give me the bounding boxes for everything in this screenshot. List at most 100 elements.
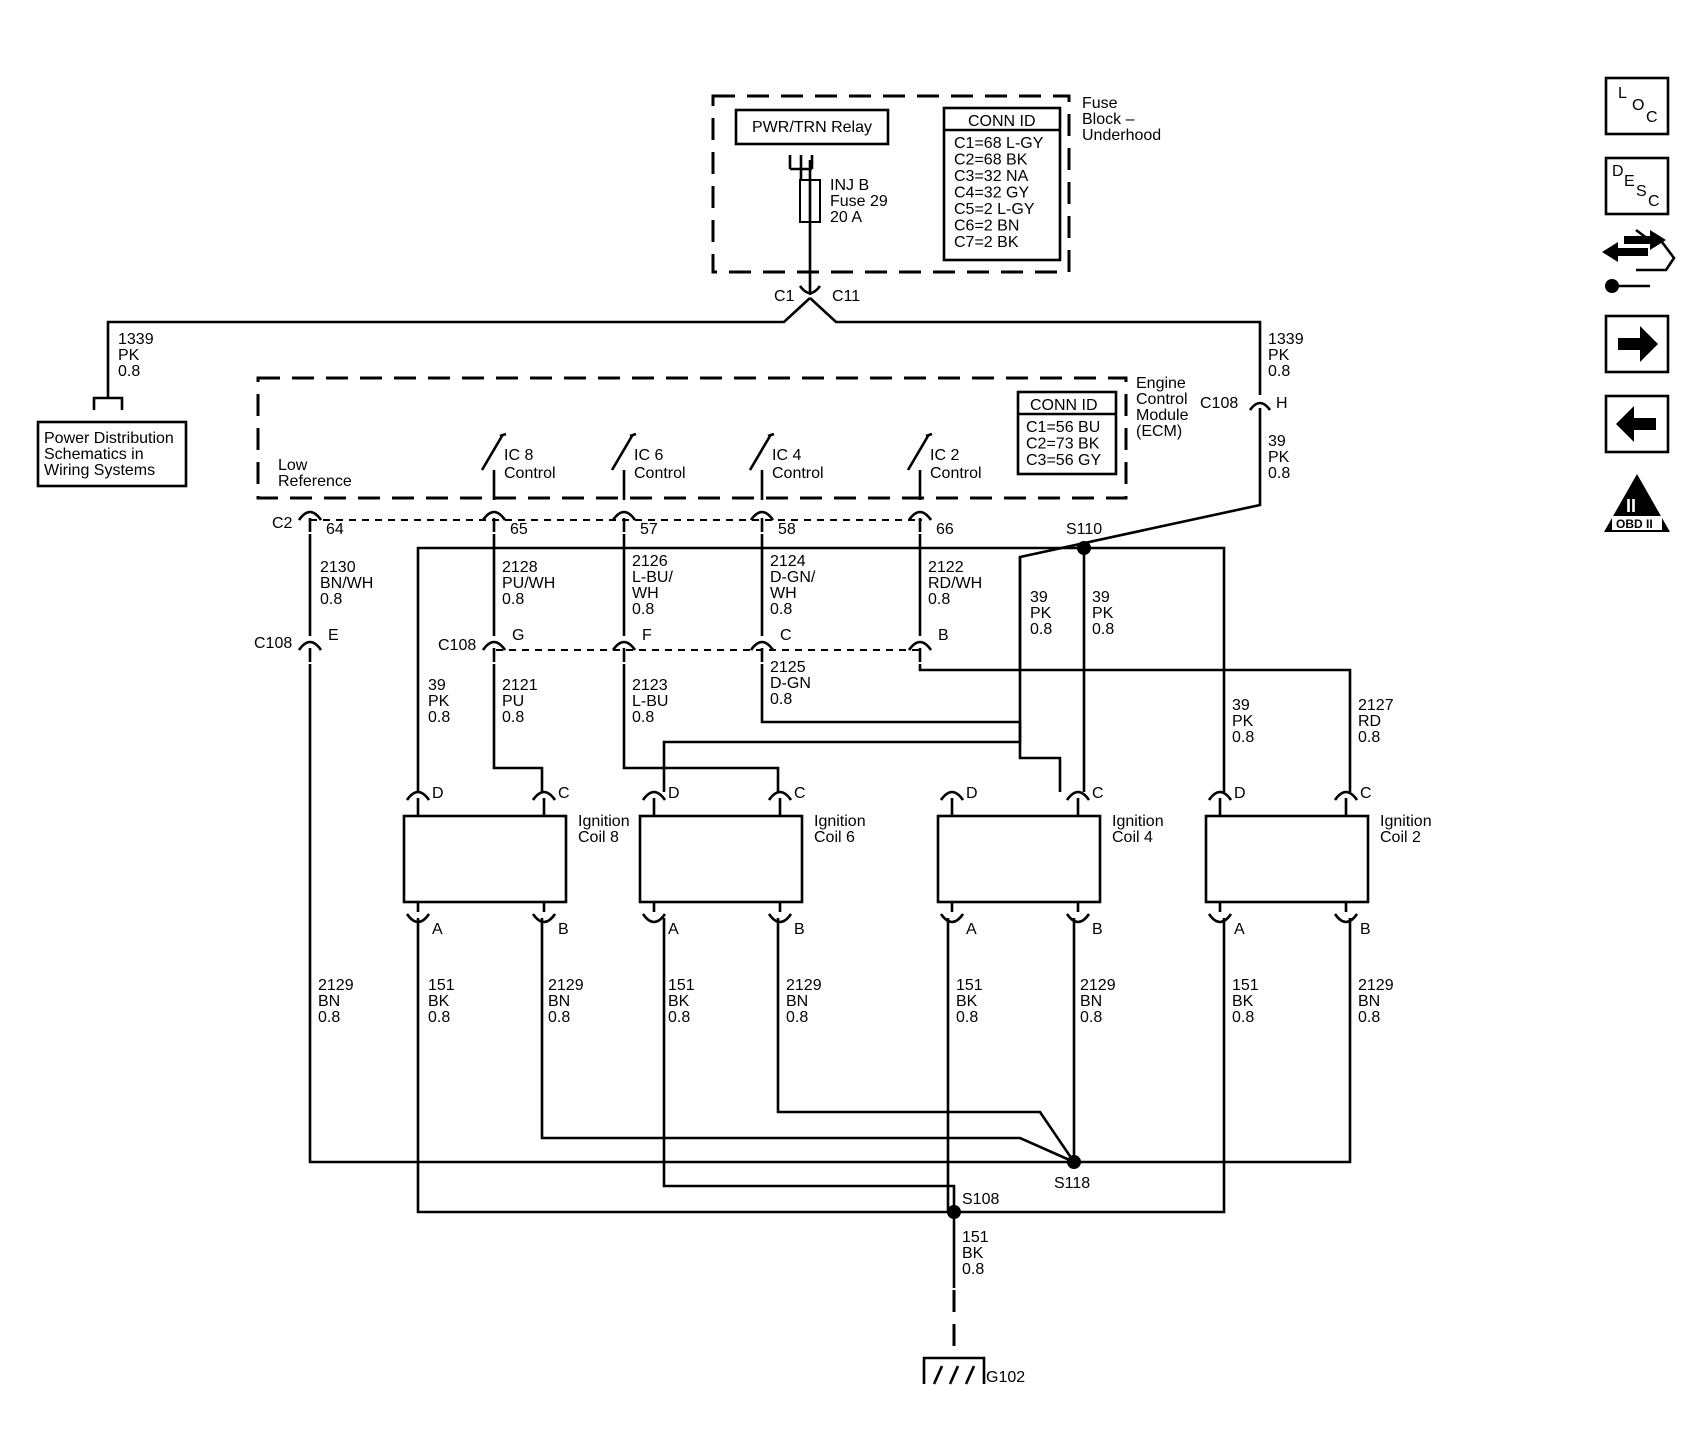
wire-label: 0.8 <box>956 1009 978 1026</box>
ic-switch-icon <box>748 432 775 500</box>
coil-body <box>638 814 804 904</box>
wire <box>308 664 1074 1164</box>
pin-number: 58 <box>778 521 796 538</box>
low-reference-label: Reference <box>278 473 352 490</box>
wire-label: L-BU/ <box>632 569 673 586</box>
diagnostic-wrench-icon[interactable] <box>1602 228 1676 293</box>
wire <box>662 918 956 1212</box>
wire-label: WH <box>770 585 797 602</box>
wire-label: PU <box>502 693 524 710</box>
power-distribution-ref[interactable]: Power Distribution Schematics in Wiring … <box>36 396 188 488</box>
fuse-block-label: Fuse <box>1082 95 1118 112</box>
wire-label: 2121 <box>502 677 538 694</box>
wire-label: WH <box>632 585 659 602</box>
pin-label: D <box>668 785 680 802</box>
wire-network <box>308 534 1352 1214</box>
wire-label: 2123 <box>632 677 668 694</box>
wire-label: 2129 <box>318 977 354 994</box>
conn-id-title: CONN ID <box>1030 397 1098 414</box>
nav-forward-arrow-icon[interactable] <box>1604 314 1670 374</box>
wire-label: D-GN <box>770 675 811 692</box>
wire-label: 0.8 <box>1268 363 1290 380</box>
wire-label: L-BU <box>632 693 668 710</box>
wire-label: 1339 <box>118 331 154 348</box>
wire-label: 0.8 <box>632 601 654 618</box>
wire-label: 2130 <box>320 559 356 576</box>
conn-id-title: CONN ID <box>968 113 1036 130</box>
ic-name: IC 4 <box>772 447 801 464</box>
power-dist-text: Wiring Systems <box>44 462 155 479</box>
connector-c108: C108 <box>254 635 292 652</box>
wire-label: 0.8 <box>1092 621 1114 638</box>
wire-label: 0.8 <box>1080 1009 1102 1026</box>
ic-name: IC 8 <box>504 447 533 464</box>
wire-label: 0.8 <box>962 1261 984 1278</box>
pin-number: 65 <box>510 521 528 538</box>
wire-label: PK <box>1268 449 1290 466</box>
conn-entry: C4=32 GY <box>954 185 1029 202</box>
wire <box>540 918 1075 1164</box>
wire-label: 151 <box>956 977 983 994</box>
pin-label: D <box>432 785 444 802</box>
wire-label: PK <box>1232 713 1254 730</box>
c108-pin-cup <box>749 640 775 662</box>
coil-pin-c <box>531 790 557 812</box>
conn-entry: C5=2 L-GY <box>954 201 1035 218</box>
nav-desc-letter: S <box>1636 183 1647 200</box>
wire-label: 0.8 <box>1232 729 1254 746</box>
pin-label: A <box>966 921 977 938</box>
nav-back-arrow-icon[interactable] <box>1604 394 1670 454</box>
connector-c108: C108 <box>438 637 476 654</box>
coil-pin-bottom <box>641 902 793 924</box>
nav-desc-letter: D <box>1612 163 1624 180</box>
nav-desc-button[interactable]: D E S C <box>1604 156 1670 216</box>
coil-pin-d <box>641 790 667 812</box>
pin-label: C <box>558 785 570 802</box>
nav-desc-letter: E <box>1624 173 1635 190</box>
conn-entry: C1=68 L-GY <box>954 135 1044 152</box>
obd-numeral: II <box>1626 496 1636 516</box>
pin-label: A <box>668 921 679 938</box>
coil-name: Ignition <box>814 813 866 830</box>
nav-loc-button[interactable]: L O C <box>1604 76 1670 136</box>
coil-pin-stub <box>1218 812 1348 816</box>
pin-label: H <box>1276 395 1288 412</box>
pin-label: A <box>1234 921 1245 938</box>
wire-label: 39 <box>1030 589 1048 606</box>
wire-label: 0.8 <box>1358 1009 1380 1026</box>
pin-label: C <box>1360 785 1372 802</box>
wire <box>416 918 1226 1214</box>
wire-label: 0.8 <box>1358 729 1380 746</box>
coil-pin-stub <box>416 812 546 816</box>
conn-entry: C3=56 GY <box>1026 452 1101 469</box>
wire-1339-left <box>106 297 811 398</box>
wire-1339-right <box>809 297 1262 395</box>
coil-pin-d <box>939 790 965 812</box>
pin-label: G <box>512 627 524 644</box>
connector-c108: C108 <box>1200 395 1238 412</box>
connector-c2: C2 <box>272 515 293 532</box>
conn-entry: C3=32 NA <box>954 168 1029 185</box>
coil-name: Coil 6 <box>814 829 855 846</box>
ground-label: G102 <box>986 1369 1025 1386</box>
pin-label: B <box>1360 921 1371 938</box>
obd-ii-icon[interactable]: II OBD II <box>1604 474 1670 532</box>
wire <box>776 918 1076 1163</box>
wire-label: 1339 <box>1268 331 1304 348</box>
wire-label: PU/WH <box>502 575 555 592</box>
wire-label: 0.8 <box>428 1009 450 1026</box>
nav-loc-letter: C <box>1646 109 1658 126</box>
wire-label: 2126 <box>632 553 668 570</box>
wire-label: BK <box>956 993 978 1010</box>
c108-pin-cup <box>907 640 933 662</box>
ic-name: IC 2 <box>930 447 959 464</box>
wire-label: 0.8 <box>928 591 950 608</box>
coil-pin-bottom <box>939 902 1091 924</box>
splice-s110 <box>1077 541 1091 555</box>
